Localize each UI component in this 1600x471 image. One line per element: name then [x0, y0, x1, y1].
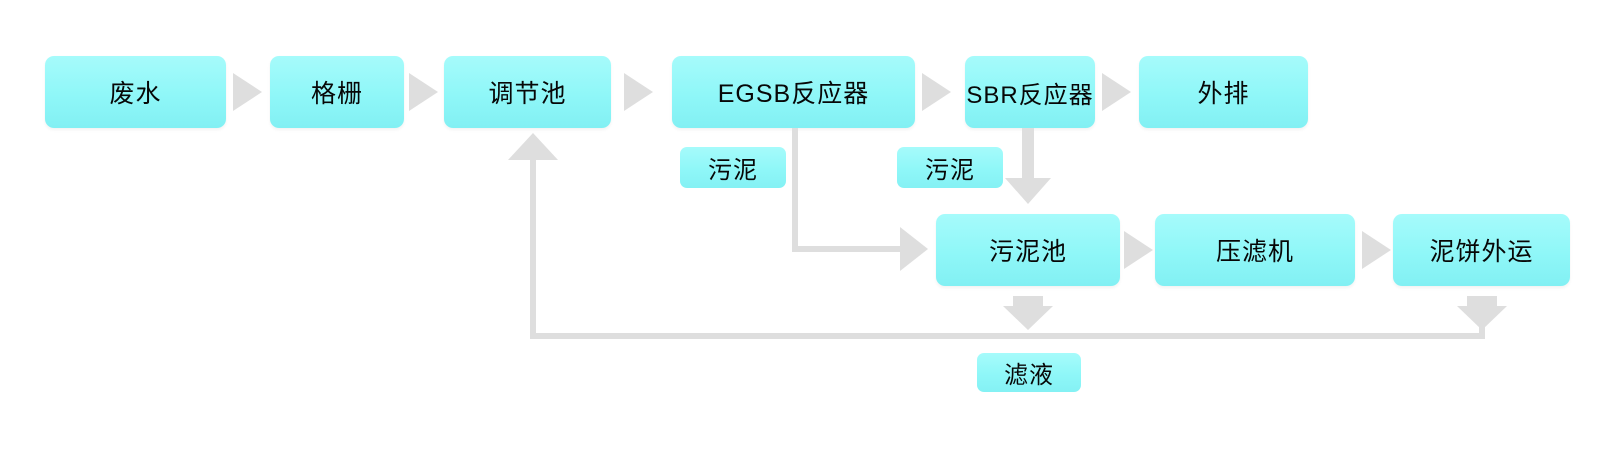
node-regulating-tank-label: 调节池: [488, 80, 567, 108]
tag-sludge-egsb: 污泥: [680, 147, 786, 188]
node-sludge-tank: 污泥池: [936, 214, 1120, 286]
connector-sbr-down-line: [1022, 128, 1034, 178]
arrow-right-icon-tank-to-egsb: [624, 73, 653, 111]
connector-egsb-horizontal-line: [792, 246, 902, 252]
node-filter-press: 压滤机: [1155, 214, 1355, 286]
tag-filtrate: 滤液: [977, 353, 1081, 392]
arrow-right-icon-egsb-to-sbr: [922, 73, 951, 111]
node-egsb-reactor-label: EGSB反应器: [717, 80, 870, 108]
node-regulating-tank: 调节池: [444, 56, 611, 128]
connector-filtrate-up-line: [530, 158, 536, 339]
arrow-right-icon-press-to-mudcake: [1362, 231, 1391, 269]
node-discharge: 外排: [1139, 56, 1308, 128]
node-discharge-label: 外排: [1197, 80, 1250, 108]
connector-filtrate-return-line: [530, 333, 1485, 339]
node-filter-press-label: 压滤机: [1215, 238, 1294, 266]
node-wastewater: 废水: [45, 56, 226, 128]
connector-filtrate-right-stub: [1479, 327, 1485, 337]
node-sludge-tank-label: 污泥池: [988, 238, 1067, 266]
node-sbr-reactor-label: SBR反应器: [966, 81, 1094, 109]
arrow-right-icon-sbr-to-discharge: [1102, 73, 1131, 111]
arrow-right-icon-egsb-to-sludgetank: [900, 227, 928, 271]
connector-sludgetank-down-stub: [1013, 296, 1043, 306]
node-wastewater-label: 废水: [109, 80, 162, 108]
connector-egsb-down-line: [792, 128, 798, 252]
node-bar-screen: 格栅: [270, 56, 404, 128]
arrow-right-icon-wastewater-to-screen: [233, 73, 262, 111]
node-mud-cake-out: 泥饼外运: [1393, 214, 1570, 286]
tag-sludge-sbr: 污泥: [897, 147, 1003, 188]
node-egsb-reactor: EGSB反应器: [672, 56, 915, 128]
node-bar-screen-label: 格栅: [310, 80, 363, 108]
arrow-down-icon-sludgetank-to-filtrate-line: [1003, 306, 1053, 330]
tag-sludge-egsb-label: 污泥: [708, 157, 758, 184]
arrow-right-icon-screen-to-tank: [409, 73, 438, 111]
connector-mudcake-down-stub: [1467, 296, 1497, 306]
arrow-right-icon-sludgetank-to-press: [1124, 231, 1153, 269]
tag-filtrate-label: 滤液: [1004, 362, 1054, 389]
arrow-up-icon-filtrate-to-regulating-tank: [508, 133, 558, 160]
tag-sludge-sbr-label: 污泥: [925, 157, 975, 184]
node-sbr-reactor: SBR反应器: [965, 56, 1095, 128]
arrow-down-icon-sbr-to-sludgetank: [1005, 178, 1051, 204]
node-mud-cake-out-label: 泥饼外运: [1429, 238, 1534, 266]
arrow-down-icon-mudcake-to-filtrate-line: [1457, 306, 1507, 330]
